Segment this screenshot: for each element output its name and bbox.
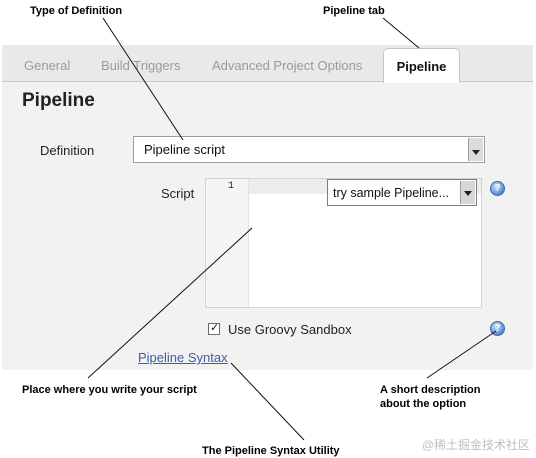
callout-syntax-utility: The Pipeline Syntax Utility bbox=[202, 445, 340, 457]
definition-label: Definition bbox=[40, 143, 95, 158]
callout-line-pipeline-tab bbox=[382, 17, 420, 49]
section-title: Pipeline bbox=[22, 90, 95, 111]
script-label: Script bbox=[161, 186, 195, 201]
tab-advanced-project-options[interactable]: Advanced Project Options bbox=[212, 58, 363, 73]
callout-short-description-line1: A short description bbox=[380, 384, 481, 396]
callout-short-description-line2: about the option bbox=[380, 398, 467, 410]
groovy-sandbox-checkbox[interactable] bbox=[208, 321, 220, 335]
tab-general[interactable]: General bbox=[24, 58, 71, 73]
tab-build-triggers[interactable]: Build Triggers bbox=[101, 58, 181, 73]
help-icon[interactable]: ? bbox=[490, 181, 505, 196]
definition-select[interactable]: Pipeline script bbox=[133, 136, 485, 163]
callout-line-syntax bbox=[230, 362, 305, 441]
editor-gutter: 1 bbox=[206, 179, 249, 307]
help-icon[interactable]: ? bbox=[490, 321, 505, 336]
callout-type-of-definition: Type of Definition bbox=[30, 5, 123, 17]
watermark: @稀土掘金技术社区 bbox=[421, 438, 530, 452]
callout-pipeline-tab: Pipeline tab bbox=[323, 5, 385, 17]
chevron-down-icon bbox=[468, 138, 483, 161]
groovy-sandbox-label: Use Groovy Sandbox bbox=[228, 322, 352, 337]
callout-write-script: Place where you write your script bbox=[22, 384, 197, 396]
try-sample-pipeline-value: try sample Pipeline... bbox=[333, 186, 450, 200]
tab-pipeline[interactable]: Pipeline bbox=[383, 48, 460, 83]
tab-pipeline-label: Pipeline bbox=[396, 59, 447, 74]
definition-select-value: Pipeline script bbox=[144, 142, 225, 157]
try-sample-pipeline-select[interactable]: try sample Pipeline... bbox=[327, 179, 477, 206]
pipeline-syntax-link[interactable]: Pipeline Syntax bbox=[138, 350, 228, 365]
chevron-down-icon bbox=[460, 181, 475, 204]
line-number: 1 bbox=[228, 181, 235, 192]
